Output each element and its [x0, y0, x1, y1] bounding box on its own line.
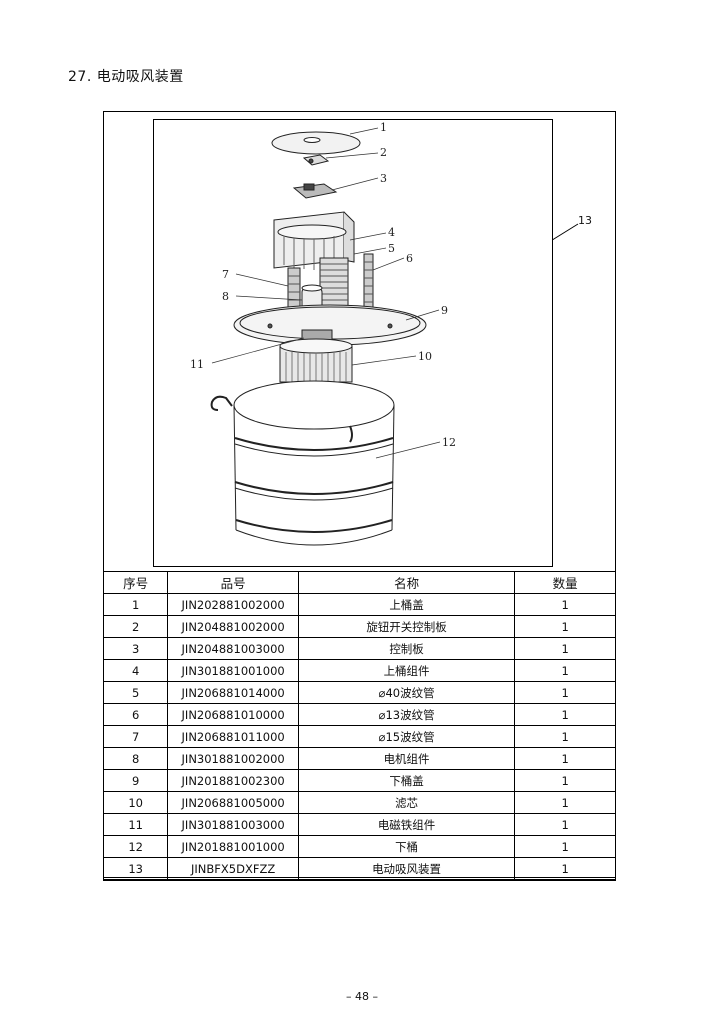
cell-name: 控制板	[297, 637, 516, 660]
cell-index: 12	[102, 835, 169, 858]
cell-quantity: 1	[514, 593, 616, 616]
part-lower-bucket	[210, 380, 395, 546]
cell-index: 6	[102, 703, 169, 726]
cell-part-number: JIN301881003000	[167, 813, 299, 836]
cell-part-number: JIN301881001000	[167, 659, 299, 682]
cell-part-number: JIN206881014000	[167, 681, 299, 704]
cell-quantity: 1	[514, 659, 616, 682]
cell-index: 7	[102, 725, 169, 748]
page-number: – 48 –	[346, 990, 378, 1003]
cell-part-number: JIN206881005000	[167, 791, 299, 814]
header-name: 名称	[297, 571, 516, 594]
cell-quantity: 1	[514, 747, 616, 770]
cell-part-number: JIN204881002000	[167, 615, 299, 638]
callout-11: 11	[190, 358, 204, 371]
cell-part-number: JINBFX5DXFZZ	[167, 857, 299, 881]
cell-index: 1	[102, 593, 169, 616]
callout-6: 6	[406, 252, 413, 265]
cell-name: 下桶盖	[297, 769, 516, 792]
cell-name: 电机组件	[297, 747, 516, 770]
cell-index: 4	[102, 659, 169, 682]
cell-part-number: JIN206881011000	[167, 725, 299, 748]
callout-13: 13	[578, 214, 592, 227]
cell-name: 上桶组件	[297, 659, 516, 682]
cell-quantity: 1	[514, 725, 616, 748]
cell-quantity: 1	[514, 637, 616, 660]
callout-12: 12	[442, 436, 456, 449]
callout-2: 2	[380, 146, 387, 159]
cell-name: 电磁铁组件	[297, 813, 516, 836]
cell-quantity: 1	[514, 835, 616, 858]
cell-name: 电动吸风装置	[297, 857, 516, 881]
header-part-number: 品号	[167, 571, 299, 594]
cell-index: 5	[102, 681, 169, 704]
cell-part-number: JIN201881002300	[167, 769, 299, 792]
cell-quantity: 1	[514, 681, 616, 704]
cell-name: 旋钮开关控制板	[297, 615, 516, 638]
cell-name: ⌀15波纹管	[297, 725, 516, 748]
cell-quantity: 1	[514, 703, 616, 726]
callout-9: 9	[441, 304, 448, 317]
cell-part-number: JIN204881003000	[167, 637, 299, 660]
table-header-row: 序号 品号 名称 数量	[102, 571, 616, 594]
callout-10: 10	[418, 350, 432, 363]
part-knob-board	[302, 154, 330, 166]
cell-name: 下桶	[297, 835, 516, 858]
cell-quantity: 1	[514, 813, 616, 836]
cell-quantity: 1	[514, 857, 616, 881]
cell-index: 13	[102, 857, 169, 881]
cell-index: 8	[102, 747, 169, 770]
part-control-board	[292, 183, 338, 199]
cell-quantity: 1	[514, 615, 616, 638]
cell-name: ⌀40波纹管	[297, 681, 516, 704]
cell-index: 11	[102, 813, 169, 836]
header-index: 序号	[102, 571, 169, 594]
callout-8: 8	[222, 290, 229, 303]
cell-index: 9	[102, 769, 169, 792]
header-quantity: 数量	[514, 571, 616, 594]
cell-part-number: JIN202881002000	[167, 593, 299, 616]
exploded-view-box: 1 2 3 4 5 6 7 8 9 10 11 12	[153, 119, 553, 567]
cell-part-number: JIN201881001000	[167, 835, 299, 858]
cell-index: 10	[102, 791, 169, 814]
part-top-lid	[271, 131, 361, 155]
leader-13	[548, 223, 579, 243]
callout-4: 4	[388, 226, 395, 239]
cell-index: 3	[102, 637, 169, 660]
callout-3: 3	[380, 172, 387, 185]
cell-part-number: JIN301881002000	[167, 747, 299, 770]
callout-1: 1	[380, 121, 387, 134]
cell-index: 2	[102, 615, 169, 638]
cell-name: ⌀13波纹管	[297, 703, 516, 726]
cell-quantity: 1	[514, 769, 616, 792]
section-title: 27. 电动吸风装置	[68, 69, 184, 85]
callout-5: 5	[388, 242, 395, 255]
cell-part-number: JIN206881010000	[167, 703, 299, 726]
exploded-view-drawing: 1 2 3 4 5 6 7 8 9 10 11 12	[190, 121, 456, 546]
cell-quantity: 1	[514, 791, 616, 814]
cell-name: 滤芯	[297, 791, 516, 814]
callout-7: 7	[222, 268, 229, 281]
cell-name: 上桶盖	[297, 593, 516, 616]
